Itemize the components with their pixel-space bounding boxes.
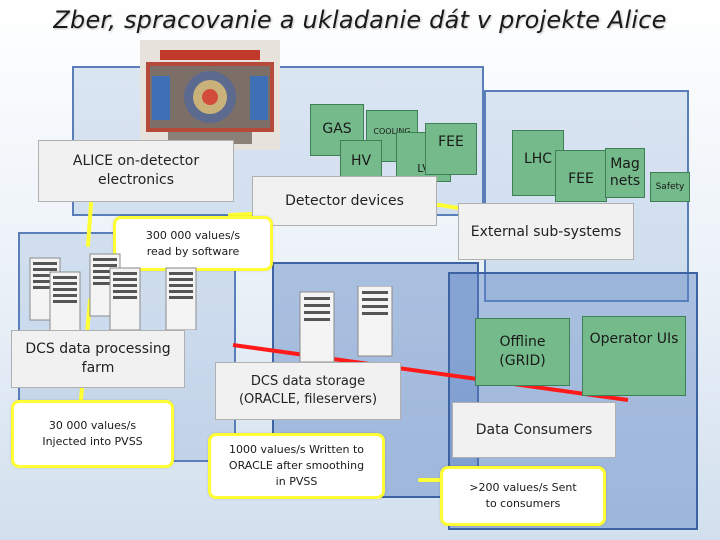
consumers-label: Data Consumers [452,402,616,458]
values-injected-note: 30 000 values/s Injected into PVSS [11,400,174,468]
farm-label: DCS data processing farm [11,330,185,388]
detector-devices-label: Detector devices [252,176,437,226]
server-farm-icon [29,253,197,330]
magnets-box: Mag nets [605,148,645,198]
external-label: External sub-systems [458,203,634,260]
safety-box: Safety [650,172,690,202]
page-title: Zber, spracovanie a ukladanie dát v proj… [53,6,667,34]
values-sent-note: >200 values/s Sent to consumers [440,466,606,526]
offline-box: Offline (GRID) [475,318,570,386]
storage-servers-icon [299,286,393,362]
detector-illustration [140,40,280,150]
values-written-note: 1000 values/s Written to ORACLE after sm… [208,433,385,499]
values-read-note: 300 000 values/s read by software [113,216,273,271]
operator-uis-box: Operator UIs [582,316,686,396]
fee-ext-box: FEE [555,150,607,202]
on-detector-label: ALICE on-detector electronics [38,140,234,202]
fee-box: FEE [425,123,477,175]
storage-label: DCS data storage (ORACLE, fileservers) [215,362,401,420]
